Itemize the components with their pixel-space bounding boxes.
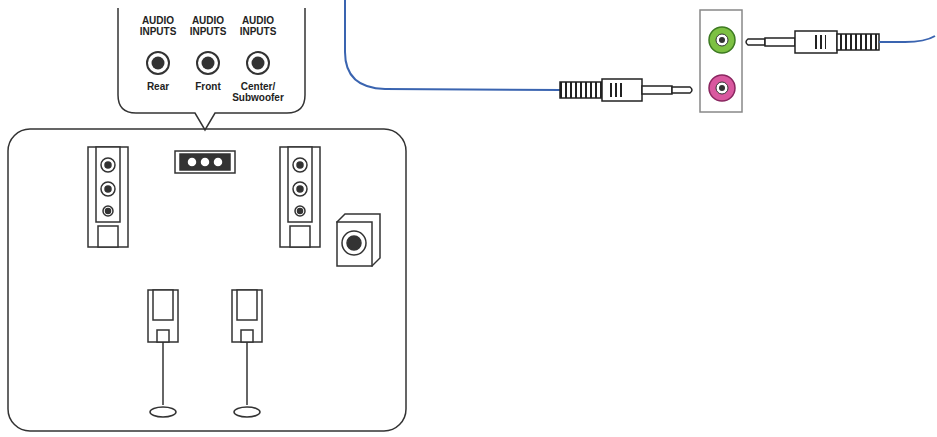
- jack-label: Center/ Subwoofer: [227, 82, 289, 103]
- rear-speakers: [148, 290, 262, 417]
- audio-plug: [746, 31, 879, 53]
- jack-label: Front: [177, 82, 239, 93]
- input-jacks: [147, 52, 269, 74]
- front-right-speaker: [280, 147, 320, 247]
- rear-audio-panel: [700, 10, 742, 112]
- callout-bubble: [118, 8, 305, 130]
- jack-heading: AUDIO INPUTS: [186, 16, 230, 37]
- subwoofer: [337, 214, 380, 266]
- center-speaker: [175, 151, 235, 173]
- audio-cable: [879, 36, 935, 42]
- audio-plug: [560, 79, 692, 101]
- jack-label: Rear: [127, 82, 189, 93]
- audio-cable: [345, 0, 562, 90]
- jack-heading: AUDIO INPUTS: [136, 16, 180, 37]
- jack-heading: AUDIO INPUTS: [236, 16, 280, 37]
- front-left-speaker: [88, 147, 128, 247]
- speaker-set-frame: [8, 129, 406, 431]
